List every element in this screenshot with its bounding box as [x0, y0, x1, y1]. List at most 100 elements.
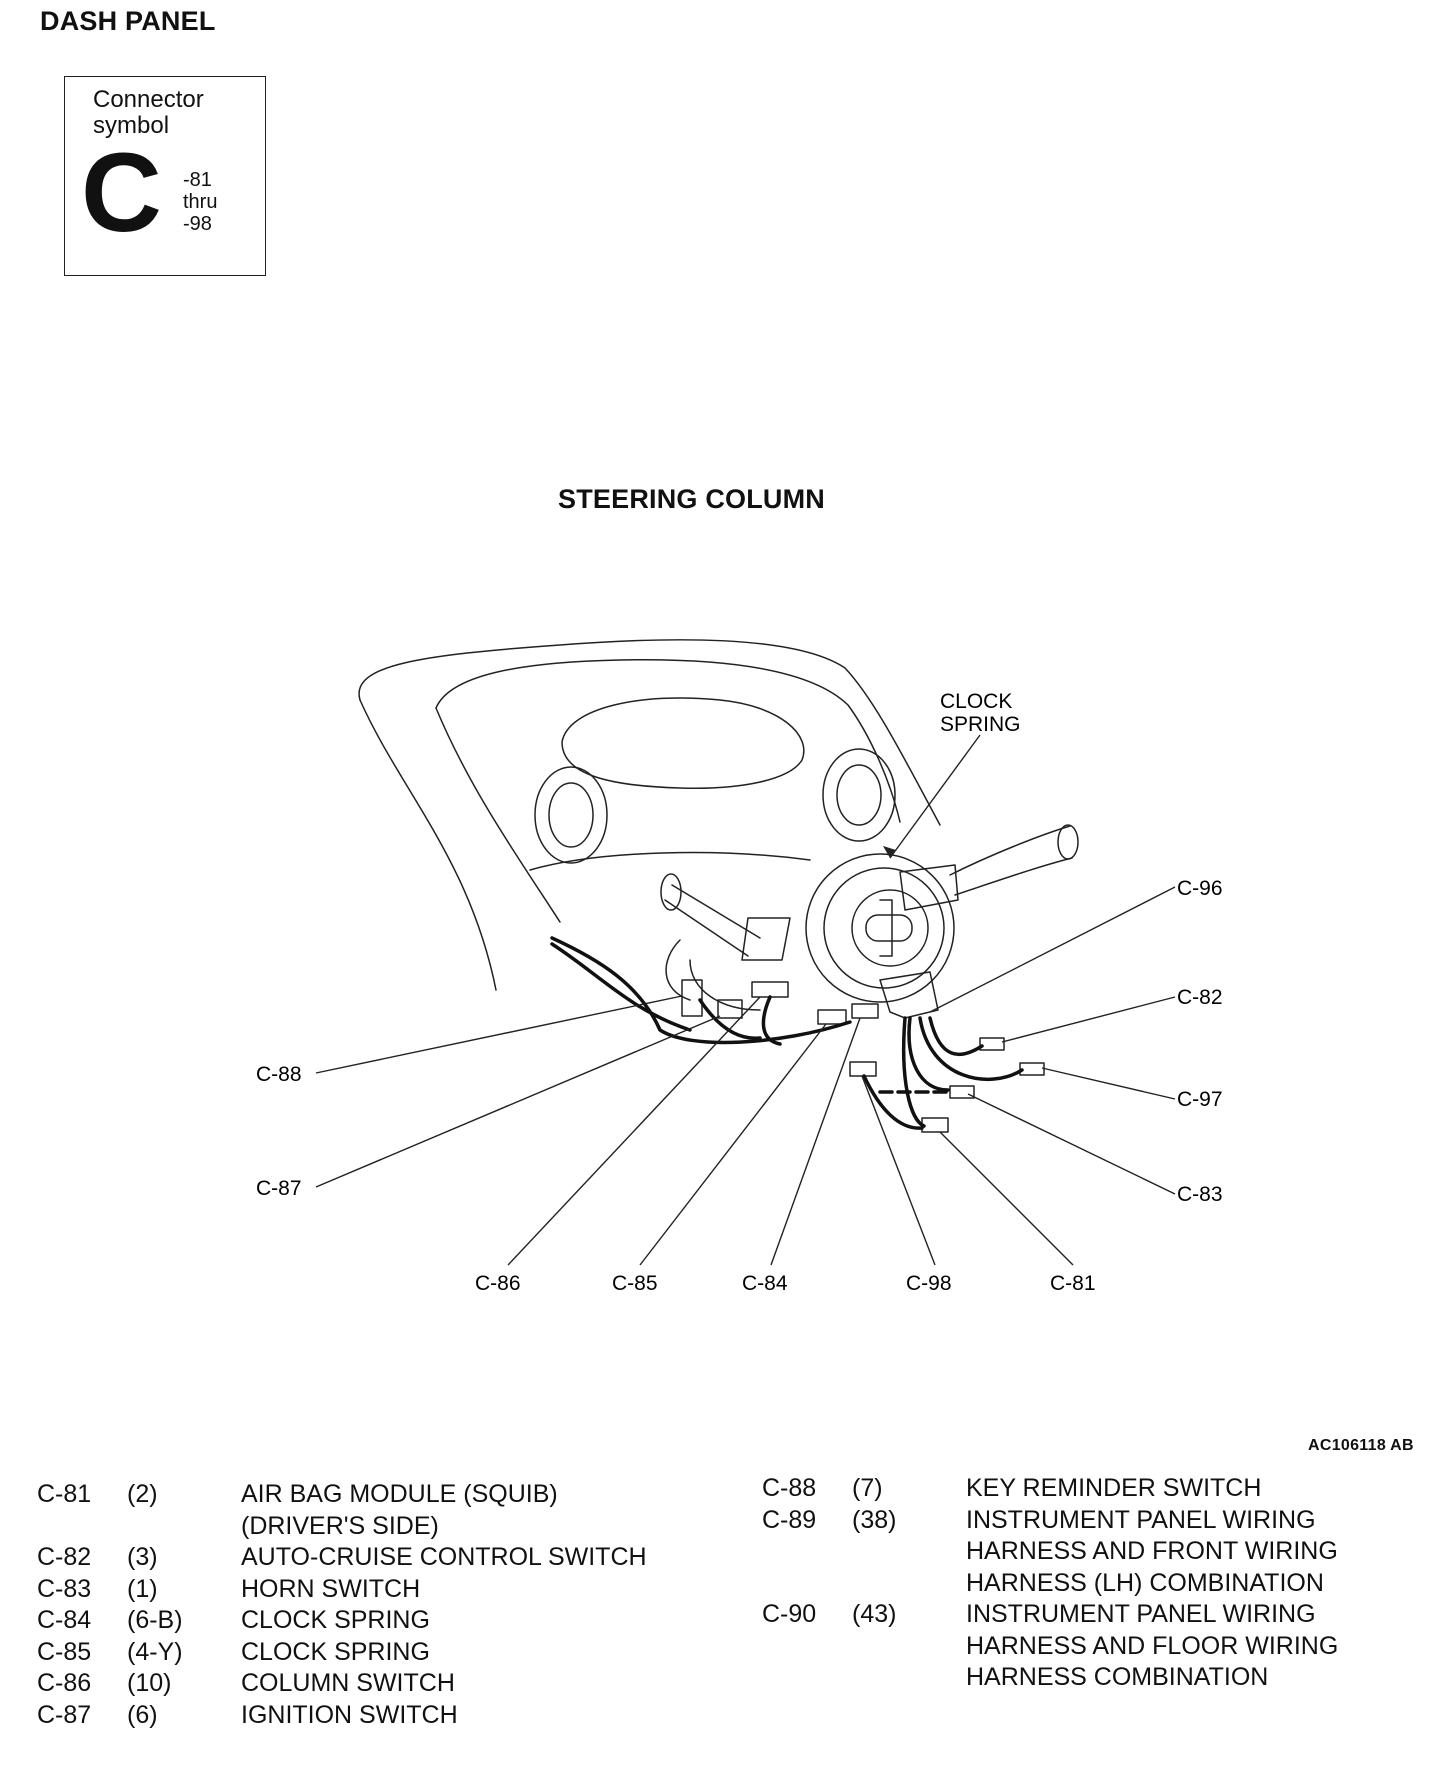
legend-connector-id: C-84	[37, 1606, 92, 1634]
dash-left-edge	[359, 699, 497, 991]
legend-row: C-86(10)COLUMN SWITCH	[37, 1668, 717, 1700]
callout-c85: C-85	[612, 1272, 658, 1295]
legend-description: CLOCK SPRING	[241, 1637, 430, 1666]
legend-connector-id: C-90	[762, 1600, 817, 1628]
harness-c97	[918, 1016, 1024, 1082]
leader-c86	[507, 996, 761, 1266]
legend-description: KEY REMINDER SWITCH	[966, 1474, 1262, 1502]
callout-c96: C-96	[1177, 877, 1223, 900]
clock-spring-boss	[879, 899, 893, 957]
connector-c87	[717, 999, 743, 1019]
legend-description: INSTRUMENT PANEL WIRING	[966, 1600, 1316, 1628]
clock-spring-ring	[823, 867, 945, 989]
legend-description: (DRIVER'S SIDE)	[241, 1511, 439, 1540]
leader-c85	[639, 1023, 827, 1266]
connector-c81	[921, 1117, 949, 1133]
leader-clock-spring	[889, 734, 981, 859]
connector-c97	[1019, 1062, 1045, 1076]
legend-pin-count: (1)	[127, 1574, 158, 1603]
legend-description: HARNESS COMBINATION	[966, 1663, 1269, 1691]
left-stalk-knob	[741, 917, 791, 961]
callout-c83: C-83	[1177, 1183, 1223, 1206]
harness-c96-down	[907, 1016, 950, 1092]
leader-c96	[929, 886, 1176, 1013]
connector-c86	[751, 981, 789, 998]
legend-row: C-81 (2) AIR BAG MODULE (SQUIB) (DRIVER'S S…	[37, 1479, 717, 1542]
connector-c83	[949, 1085, 975, 1099]
legend-pin-count: (43)	[852, 1600, 897, 1628]
legend-left: C-81 (2) AIR BAG MODULE (SQUIB) (DRIVER'S S…	[37, 1479, 717, 1729]
harness-main	[550, 936, 852, 1045]
right-stalk-end	[1057, 824, 1079, 860]
legend-row: C-83 (1) HORN SWITCH	[37, 1574, 717, 1606]
legend-pin-count: (2)	[127, 1480, 158, 1508]
left-vent-inner	[548, 782, 594, 848]
legend-row: C-88(7)KEY REMINDER SWITCH	[762, 1473, 1422, 1505]
harness-branch-a	[550, 942, 692, 1032]
connector-c82	[979, 1037, 1005, 1051]
leader-c97	[1041, 1067, 1176, 1100]
legend-description: AIR BAG MODULE (SQUIB)	[241, 1480, 558, 1508]
legend-pin-count: (4-Y)	[127, 1637, 183, 1666]
legend-row: C-87(6)IGNITION SWITCH	[37, 1700, 717, 1732]
dash-outer-outline	[358, 639, 941, 826]
column-body	[665, 939, 761, 1011]
right-vent-inner	[836, 764, 882, 826]
leader-c98	[861, 1075, 936, 1266]
legend-pin-count: (3)	[127, 1543, 158, 1571]
leader-c82	[1001, 996, 1176, 1043]
page-title: DASH PANEL	[40, 6, 216, 36]
connector-symbol-box: Connector symbol C -81 thru -98	[64, 76, 266, 276]
legend-connector-id: C-86	[37, 1669, 92, 1697]
legend-description: INSTRUMENT PANEL WIRING	[966, 1505, 1316, 1534]
callout-c81: C-81	[1050, 1272, 1096, 1295]
legend-row: C-82(3)AUTO-CRUISE CONTROL SWITCH	[37, 1542, 717, 1574]
leader-c83	[967, 1093, 1176, 1195]
cluster-recess	[529, 851, 811, 871]
legend-row: C-85(4-Y)CLOCK SPRING	[37, 1637, 717, 1669]
cluster-hood	[561, 697, 805, 790]
left-stalk-end	[660, 873, 682, 911]
connector-symbol-range: -81 thru -98	[183, 169, 218, 235]
figure-code: AC106118 AB	[1308, 1437, 1414, 1454]
legend-pin-count: (6-B)	[127, 1606, 183, 1634]
legend-description: COLUMN SWITCH	[241, 1669, 455, 1697]
dash-inner-cowl	[435, 659, 901, 823]
legend-connector-id: C-81	[37, 1480, 92, 1508]
connector-c88	[681, 979, 703, 1017]
legend-connector-id: C-89	[762, 1505, 817, 1534]
legend-pin-count: (6)	[127, 1700, 158, 1729]
clock-spring-inner	[851, 889, 929, 967]
connector-c85	[817, 1009, 847, 1025]
clock-spring-label-2: SPRING	[940, 713, 1021, 736]
harness-c82	[928, 1016, 984, 1057]
harness-c81	[901, 1016, 926, 1128]
harness-branch-c86	[761, 995, 782, 1046]
leader-c88	[315, 995, 683, 1074]
connector-symbol-letter: C	[81, 130, 162, 255]
legend-connector-id: C-88	[762, 1474, 817, 1502]
arrowhead-clock-spring	[883, 846, 896, 858]
clock-spring-label: CLOCK	[940, 690, 1012, 713]
callout-c82: C-82	[1177, 986, 1223, 1009]
legend-description: CLOCK SPRING	[241, 1606, 430, 1634]
legend-connector-id: C-83	[37, 1574, 92, 1603]
legend-row: C-84 (6-B) CLOCK SPRING	[37, 1605, 717, 1637]
callout-c88: C-88	[256, 1063, 302, 1086]
callout-c86: C-86	[475, 1272, 521, 1295]
callout-c84: C-84	[742, 1272, 788, 1295]
legend-description: AUTO-CRUISE CONTROL SWITCH	[241, 1543, 647, 1571]
left-stalk	[664, 884, 761, 957]
clock-spring-outer	[805, 853, 955, 1003]
harness-c98	[862, 1074, 924, 1130]
legend-description: HARNESS AND FLOOR WIRING	[966, 1631, 1339, 1660]
callout-c87: C-87	[256, 1177, 302, 1200]
leader-c84	[770, 1017, 861, 1266]
legend-description: HORN SWITCH	[241, 1574, 421, 1603]
clock-spring-hub	[865, 914, 913, 942]
connector-c98	[849, 1061, 877, 1077]
callout-c97: C-97	[1177, 1088, 1223, 1111]
